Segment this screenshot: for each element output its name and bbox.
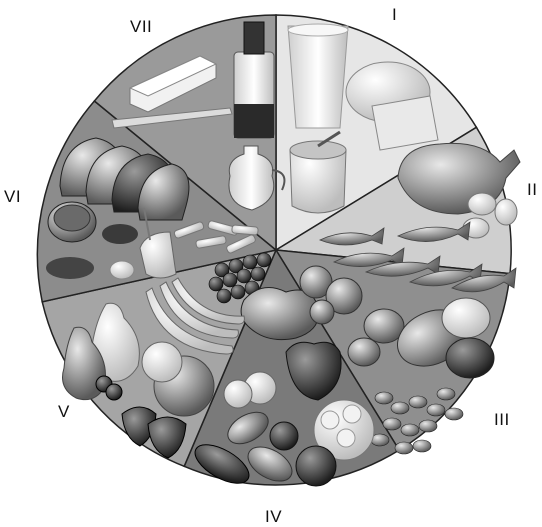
sector-label-vii: VII	[130, 17, 152, 37]
cheese-wedge	[372, 96, 438, 150]
sector-label-iv: IV	[265, 507, 282, 527]
potato	[442, 298, 490, 338]
tomato	[296, 446, 336, 486]
garlic	[110, 261, 134, 279]
sector-label-ii: II	[527, 180, 537, 200]
walnut	[348, 338, 380, 366]
milk-glass	[288, 26, 348, 128]
buckwheat-pile	[102, 224, 138, 244]
walnut	[364, 309, 404, 343]
sector-label-vi: VI	[4, 187, 21, 207]
potato	[446, 338, 494, 378]
grain-pile	[46, 257, 94, 279]
egg	[468, 193, 496, 215]
egg	[495, 199, 517, 225]
tomato	[270, 422, 298, 450]
sector-label-i: I	[392, 5, 397, 25]
orange	[142, 342, 182, 382]
sector-label-iii: III	[494, 410, 510, 430]
onion	[224, 380, 252, 408]
cherry	[106, 384, 122, 400]
sector-label-v: V	[58, 402, 70, 422]
